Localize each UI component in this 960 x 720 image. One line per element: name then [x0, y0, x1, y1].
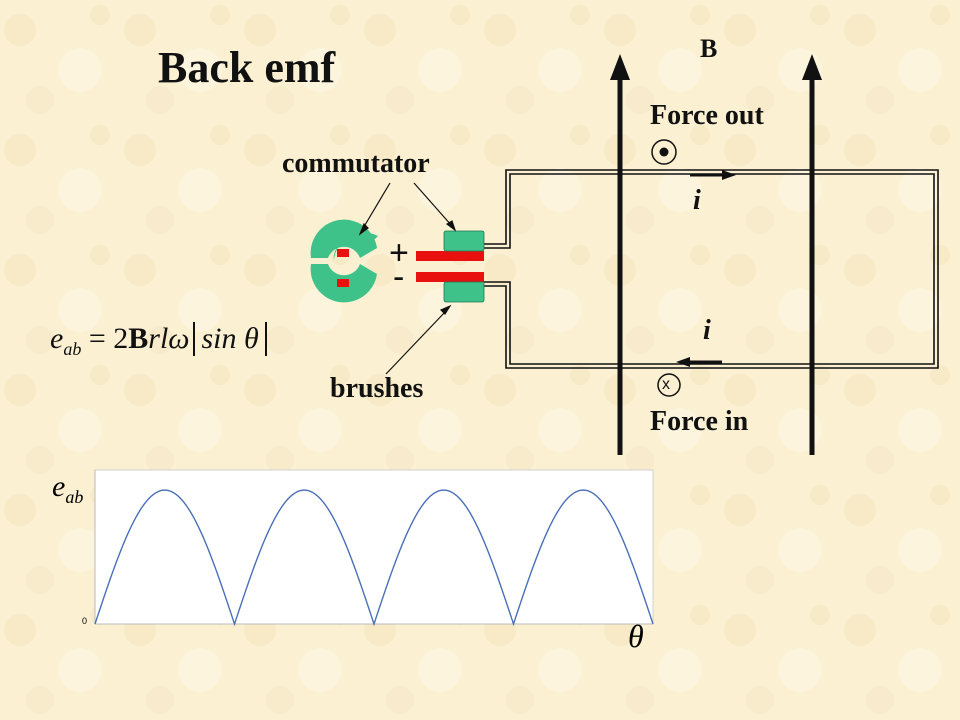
out-of-page-symbol [651, 139, 677, 165]
waveform-line [94, 489, 654, 627]
slide-title: Back emf [158, 43, 336, 92]
field-line-right [802, 54, 822, 455]
commutator-pointers [358, 182, 457, 236]
equation-prefix: = 2 [88, 322, 129, 355]
into-page-symbol [657, 373, 681, 397]
coil-loop [484, 169, 939, 369]
field-label: B [700, 34, 718, 63]
equation-field-symbol: B [128, 322, 149, 355]
chart-x-label: θ [628, 618, 644, 654]
chart-y-label: eab [52, 470, 83, 508]
current-label-top: i [693, 185, 701, 216]
chart-y-label-sub: ab [65, 487, 84, 507]
force-out-label: Force out [650, 100, 764, 131]
equation-abs-sin: sin θ [193, 322, 267, 356]
chart-y-label-e: e [52, 470, 66, 503]
plus-sign: + [389, 234, 409, 272]
commutator-ring [310, 219, 378, 303]
force-in-label: Force in [650, 406, 749, 437]
brush-bottom [416, 272, 485, 303]
minus-sign: - [393, 258, 405, 296]
field-line-left [610, 54, 630, 455]
brushes-label: brushes [330, 373, 424, 404]
brush-top [416, 230, 485, 261]
equation-lhs-sub: ab [63, 339, 82, 359]
commutator-label: commutator [282, 148, 430, 179]
chart-origin-label: 0 [82, 616, 88, 626]
into-page-mark: x [662, 376, 670, 393]
waveform-chart [94, 469, 654, 627]
current-label-bottom: i [703, 315, 711, 346]
equation-vars: rlω [148, 322, 190, 355]
current-arrow-bottom [676, 357, 722, 367]
equation-lhs: e [50, 322, 64, 355]
current-arrow-top [690, 170, 736, 180]
brushes-pointer [385, 304, 452, 375]
